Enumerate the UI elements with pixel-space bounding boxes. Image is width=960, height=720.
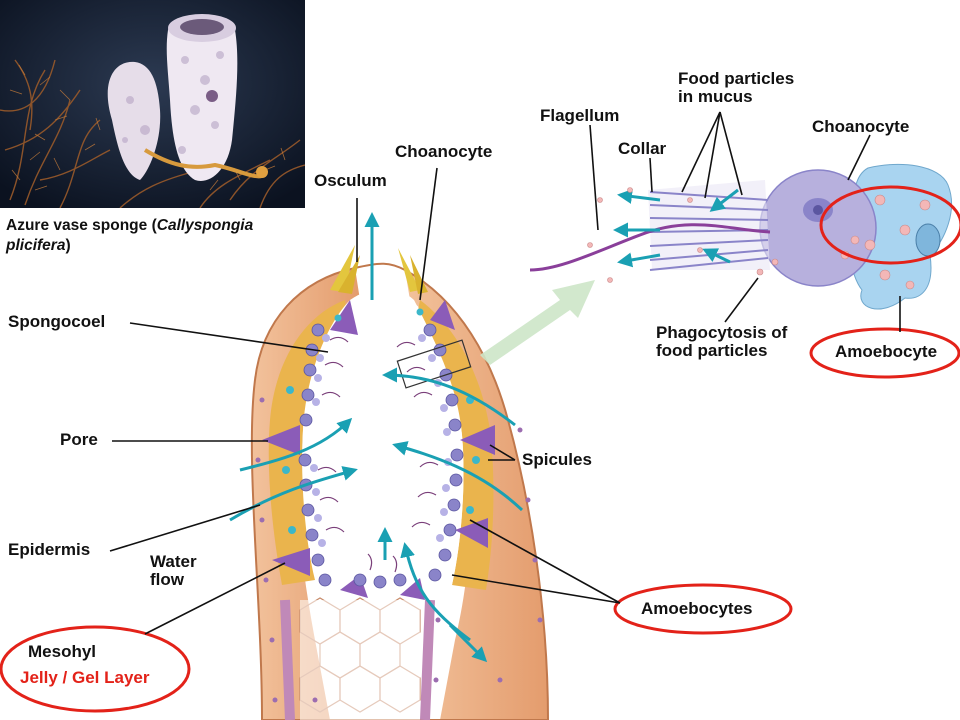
- label-phagocytosis-line1: Phagocytosis of: [656, 323, 788, 342]
- label-osculum: Osculum: [314, 171, 387, 190]
- label-amoebocyte: Amoebocyte: [835, 342, 938, 361]
- leader-lines: [109, 111, 901, 635]
- label-choanocyte-detail: Choanocyte: [812, 117, 910, 136]
- photo-caption: Azure vase sponge (Callyspongia plicifer…: [6, 217, 254, 255]
- label-spongocoel: Spongocoel: [8, 312, 106, 331]
- label-food-particles: Food particles in mucus: [678, 69, 795, 107]
- choanocyte-detail: [529, 163, 952, 310]
- label-water-flow: Water flow: [150, 552, 197, 590]
- label-pore: Pore: [60, 430, 98, 449]
- label-choanocyte-body: Choanocyte: [395, 142, 493, 161]
- label-phagocytosis-line2: food particles: [656, 341, 768, 361]
- caption-scientific-line2: plicifera: [6, 237, 66, 255]
- highlight-rings: [0, 185, 960, 713]
- label-phagocytosis: Phagocytosis of food particles: [656, 323, 788, 361]
- water-flow-arrows: [229, 212, 524, 663]
- sponge-photo-image: [0, 0, 305, 208]
- label-epidermis: Epidermis: [8, 540, 91, 559]
- label-water-flow-line1: Water: [150, 552, 197, 571]
- label-water-flow-line2: flow: [150, 570, 184, 590]
- label-collar: Collar: [618, 139, 667, 158]
- sponge-photo: [0, 0, 305, 208]
- label-food-particles-line1: Food particles: [678, 69, 795, 88]
- label-amoebocytes: Amoebocytes: [641, 599, 753, 618]
- label-mesohyl: Mesohyl: [28, 642, 97, 661]
- label-food-particles-line2: in mucus: [678, 87, 753, 107]
- label-jelly-gel-layer: Jelly / Gel Layer: [20, 668, 150, 687]
- sponge-body: [250, 245, 550, 720]
- label-flagellum: Flagellum: [540, 106, 620, 125]
- label-spicules: Spicules: [522, 450, 592, 469]
- caption-common-name: Azure vase sponge: [6, 217, 148, 234]
- zoom-arrow: [480, 280, 595, 365]
- caption-scientific-line1: Callyspongia: [156, 217, 254, 234]
